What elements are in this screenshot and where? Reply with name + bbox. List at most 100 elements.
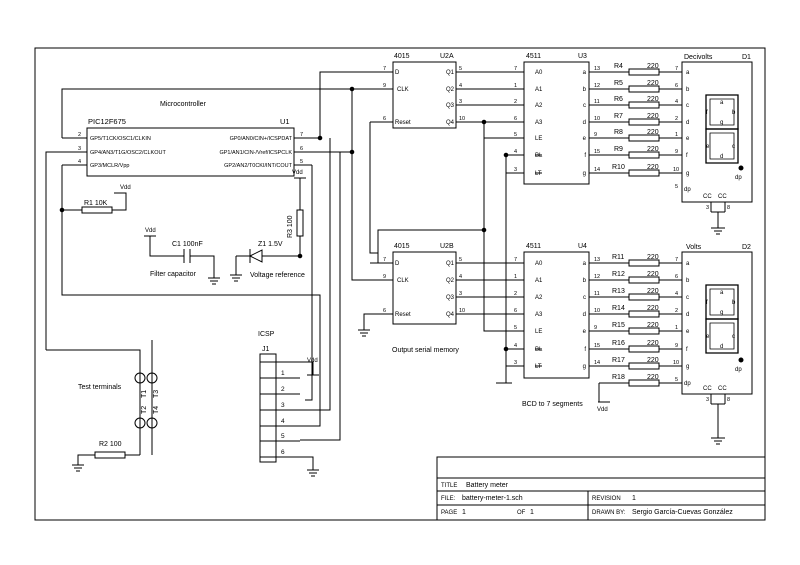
tb-of: 1 [530, 509, 534, 516]
u2a-out-q4: Q4 [446, 120, 455, 126]
d1-pin: e [686, 136, 690, 142]
d2-pin-num: 5 [675, 377, 678, 383]
resistor-value: 220 [647, 80, 659, 87]
d2-pin: d [686, 312, 689, 318]
tb-file-label: FILE: [441, 496, 456, 502]
d2-ground-symbol [711, 437, 725, 445]
u4-out: a [583, 261, 587, 267]
test-terminal-t3 [146, 372, 158, 384]
c1-label: C1 100nF [172, 241, 203, 248]
u4-in: A1 [535, 278, 543, 284]
d2-seg-label: g [720, 310, 723, 316]
u4-pin-num: 3 [514, 360, 517, 366]
test-terminal-label: T4 [153, 406, 160, 414]
u1-pin-right-2: GP1/AN1/CIN-/Vref/ICSPCLK [219, 150, 292, 156]
u4-output-wires [589, 262, 618, 384]
u3-pin-num: 12 [594, 83, 600, 89]
d2-seg-label: d [720, 344, 723, 350]
resistor-ref: R15 [612, 322, 625, 329]
d1-seg-label: d [720, 154, 723, 160]
d2-pin: f [686, 347, 688, 353]
junctions [59, 86, 509, 352]
test-terminal-t2 [134, 417, 146, 429]
u1-pin-right-1: GP0/AN0/CIN+/ICSPDAT [230, 136, 293, 142]
d2-label: Volts [686, 244, 702, 251]
icsp-title: ICSP [258, 331, 275, 338]
u2b-pin-num: 6 [383, 308, 386, 314]
u2a-out-q2: Q2 [446, 87, 455, 93]
d1-segments [705, 94, 739, 164]
u1-pin-num: 6 [300, 146, 303, 152]
resistor-value: 220 [647, 357, 659, 364]
r3-label: R3 100 [287, 215, 294, 238]
test-terminal-t1 [134, 372, 146, 384]
u2b-ref: U2B [440, 243, 454, 250]
u4-pin-num: 12 [594, 274, 600, 280]
u2a-pin-num: 4 [459, 83, 462, 89]
u3-body [523, 61, 590, 185]
u4-in: LE [535, 329, 542, 335]
u1-name: PIC12F675 [88, 117, 126, 126]
resistor-ref: R8 [614, 129, 623, 136]
d1-pin-num: 5 [675, 184, 678, 190]
u3-pin-num: 2 [514, 99, 517, 105]
resistor-ref: R10 [612, 164, 625, 171]
u3-pin-num: 15 [594, 149, 600, 155]
u2b-pin-num: 4 [459, 274, 462, 280]
icsp-pin: 6 [281, 449, 285, 456]
u4-in: LT [535, 364, 542, 370]
icsp-pin: 3 [281, 402, 285, 409]
u3-pin-num: 6 [514, 116, 517, 122]
d2-segments [705, 284, 739, 354]
resistor-value: 220 [647, 271, 659, 278]
u4-pin-num: 9 [594, 325, 597, 331]
u2b-out-q2: Q2 [446, 278, 455, 284]
resistors-top [618, 68, 682, 177]
u4-out: e [583, 329, 587, 335]
u4-ref: U4 [578, 243, 587, 250]
u3-out: b [583, 87, 587, 93]
u1-ref: U1 [280, 117, 290, 126]
resistor-ref: R17 [612, 357, 625, 364]
j1-pins [260, 361, 300, 458]
d1-pin-num: 10 [673, 167, 679, 173]
resistor-value: 220 [647, 63, 659, 70]
u2a-out-q1: Q1 [446, 70, 455, 76]
tb-title-label: TITLE [441, 483, 457, 489]
c1-caption: Filter capacitor [150, 271, 197, 278]
u4-pin-num: 2 [514, 291, 517, 297]
u2b-name: 4015 [394, 243, 410, 250]
d2-seg-label: f [706, 300, 708, 306]
test-terminal-t4 [146, 417, 158, 429]
u4-pin-num: 10 [594, 308, 600, 314]
resistor-ref: R14 [612, 305, 625, 312]
d1-pin-num: 9 [675, 149, 678, 155]
u4-pin-num: 11 [594, 291, 600, 297]
u1-caption: Microcontroller [160, 101, 207, 108]
u2b-pin-num: 5 [459, 257, 462, 263]
d2-pin-num: 2 [675, 308, 678, 314]
d2-pin: g [686, 364, 689, 370]
u3-pin-num: 3 [514, 167, 517, 173]
d2-pin: dp [684, 381, 691, 387]
tb-page: 1 [462, 509, 466, 516]
d1-ref: D1 [742, 54, 751, 61]
u3-output-wires [589, 71, 618, 174]
d1-pin: d [686, 120, 689, 126]
u2b-out-q4: Q4 [446, 312, 455, 318]
icsp-pin: 4 [281, 418, 285, 425]
u2b-out-q1: Q1 [446, 261, 455, 267]
d2-pin-num: 6 [675, 274, 678, 280]
u3-name: 4511 [526, 53, 541, 60]
u4-pin-num: 5 [514, 325, 517, 331]
u4-in: A3 [535, 312, 543, 318]
d1-pin-num: 7 [675, 66, 678, 72]
d2-seg-label: a [720, 290, 724, 296]
u4-in: BL [535, 347, 543, 353]
d1-ground-symbol [711, 227, 725, 235]
u2b-body [392, 251, 457, 325]
u1-pin-num: 5 [300, 159, 303, 165]
u2b-in-d: D [395, 261, 400, 267]
resistor-value: 220 [647, 96, 659, 103]
